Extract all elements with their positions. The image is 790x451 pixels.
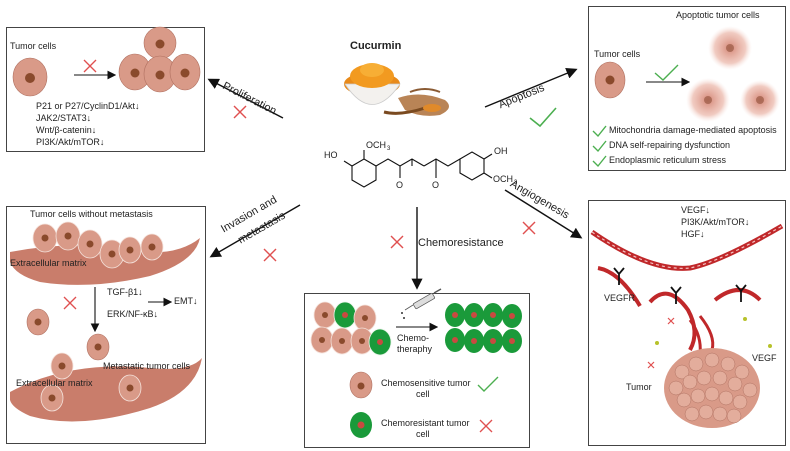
proliferation-cell-cluster: [118, 26, 201, 93]
chemo-drug-label-2: theraphy: [397, 344, 433, 354]
apoptosis-effect-1: Mitochondria damage-mediated apoptosis: [609, 125, 777, 135]
legend-resistant-label-2: cell: [416, 429, 430, 439]
invasion-pathway-erk: ERK/NF-κB↓: [107, 309, 159, 319]
arrow-proliferation: [207, 78, 284, 119]
molecule-sub3-right: 3: [514, 180, 518, 186]
legend-sensitive-cell: [349, 371, 373, 399]
curcumin-bowl-icon: [344, 63, 449, 116]
angio-pathway-1: VEGF↓: [681, 205, 711, 215]
molecule-o2-label: O: [432, 180, 440, 190]
proliferation-pathway-4: PI3K/Akt/mTOR↓: [36, 137, 105, 147]
curcumin-molecule: [343, 150, 493, 188]
invasion-cell-cluster-top: [32, 221, 164, 269]
chemo-right-cluster: [445, 303, 522, 353]
angio-pathway-3: HGF↓: [681, 229, 705, 239]
ecm-bottom-label: Extracellular matrix: [16, 378, 93, 388]
arrow-apoptosis: [484, 68, 578, 108]
angio-pathway-2: PI3K/Akt/mTOR↓: [681, 217, 750, 227]
angio-small-cross-icons: [647, 317, 675, 369]
molecule-ho-label: HO: [324, 150, 338, 160]
apoptosis-single-cell: [594, 61, 626, 99]
legend-sensitive-check-icon: [477, 376, 499, 392]
molecule-och3-right-label: OCH: [493, 174, 513, 184]
apoptotic-cells-label: Apoptotic tumor cells: [676, 10, 760, 20]
chemo-left-cluster: [310, 301, 392, 356]
apoptosis-effect-check-icons: [592, 125, 607, 168]
molecule-sub3-left: 3: [387, 146, 391, 152]
chemo-drug-label-1: Chemo-: [397, 333, 430, 343]
syringe-icon: [401, 288, 442, 319]
invasion-cross-small-icon: [63, 296, 77, 310]
legend-resistant-label-1: Chemoresistant tumor: [381, 418, 470, 428]
apoptosis-tumor-label: Tumor cells: [594, 49, 641, 59]
invasion-cross-icon: [263, 248, 277, 262]
proliferation-cross-small-icon: [83, 59, 97, 73]
metastatic-cells: [26, 308, 142, 412]
proliferation-pathway-3: Wnt/β-catenin↓: [36, 125, 97, 135]
invasion-top-label: Tumor cells without metastasis: [30, 209, 153, 219]
legend-sensitive-label-1: Chemosensitive tumor: [381, 378, 471, 388]
tumor-label: Tumor: [626, 382, 652, 392]
molecule-o1-label: O: [396, 180, 404, 190]
molecule-och3-left-label: OCH: [366, 140, 386, 150]
curcumin-title: Cucurmin: [350, 40, 402, 52]
angiogenesis-cross-icon: [522, 221, 536, 235]
tumor-mass: [664, 348, 760, 428]
vegf-label: VEGF: [752, 353, 777, 363]
invasion-pathway-tgf: TGF-β1↓: [107, 287, 143, 297]
molecule-oh-right-label: OH: [494, 146, 508, 156]
vegfr-label: VEGFR: [604, 293, 636, 303]
proliferation-single-cell: [12, 57, 48, 97]
ecm-top-label: Extracellular matrix: [10, 258, 87, 268]
invasion-emt-label: EMT↓: [174, 296, 198, 306]
chemoresistance-cross-icon: [390, 235, 404, 249]
metastatic-cells-label: Metastatic tumor cells: [103, 361, 191, 371]
apoptosis-effect-2: DNA self-repairing dysfunction: [609, 140, 731, 150]
proliferation-pathway-1: P21 or P27/CyclinD1/Akt↓: [36, 101, 140, 111]
proliferation-pathway-2: JAK2/STAT3↓: [36, 113, 92, 123]
blood-vessels: [590, 223, 784, 355]
vegf-dots: [655, 317, 772, 348]
apoptosis-effect-3: Endoplasmic reticulum stress: [609, 155, 727, 165]
legend-sensitive-label-2: cell: [416, 389, 430, 399]
apoptosis-check-icon: [529, 107, 557, 128]
legend-resistant-cross-icon: [479, 419, 493, 433]
arrow-angiogenesis: [504, 189, 583, 239]
apoptosis-panel-check-icon: [654, 64, 679, 81]
chemoresistance-arrow-label: Chemoresistance: [418, 237, 504, 249]
proliferation-cross-icon: [233, 105, 247, 119]
arrow-invasion: [209, 204, 301, 258]
apoptotic-cells: [686, 26, 780, 122]
vegfr-receptor-icons: [613, 267, 747, 304]
proliferation-tumor-label: Tumor cells: [10, 41, 57, 51]
legend-resistant-cell: [350, 412, 372, 438]
